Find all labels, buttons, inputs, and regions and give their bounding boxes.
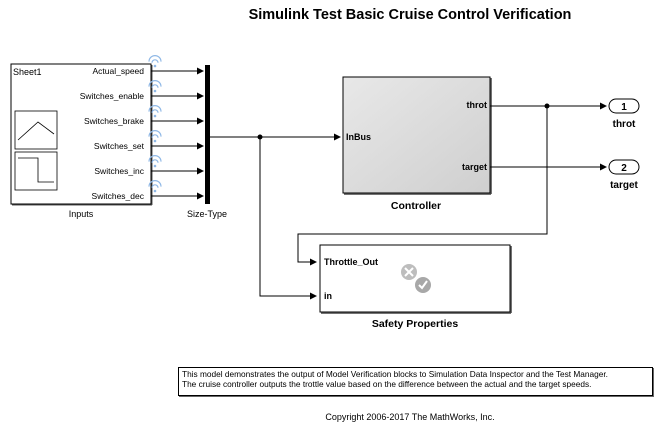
model-title: Simulink Test Basic Cruise Control Verif… bbox=[248, 7, 572, 23]
outport-throt[interactable]: 1 throt bbox=[608, 98, 640, 130]
model-annotation: This model demonstrates the output of Mo… bbox=[178, 367, 653, 396]
signal-preview-icon bbox=[14, 110, 58, 191]
bus-signal-lines[interactable] bbox=[210, 133, 341, 300]
logged-signal-icon[interactable] bbox=[148, 180, 162, 193]
logged-signal-icon[interactable] bbox=[148, 105, 162, 118]
logged-signal-icon[interactable] bbox=[148, 55, 162, 68]
input-port-label: Switches_inc bbox=[94, 166, 144, 176]
safety-in-port-throttle: Throttle_Out bbox=[324, 257, 378, 267]
safety-block-name: Safety Properties bbox=[372, 318, 459, 330]
bus-block-name: Size-Type bbox=[187, 209, 227, 219]
annotation-line: This model demonstrates the output of Mo… bbox=[182, 369, 608, 379]
controller-out-port-throt: throt bbox=[467, 100, 488, 110]
logged-signal-icon[interactable] bbox=[148, 80, 162, 93]
outport-number: 2 bbox=[621, 163, 627, 174]
sheet-label: Sheet1 bbox=[13, 67, 42, 77]
safety-block-frame[interactable] bbox=[319, 244, 511, 313]
controller-block[interactable]: InBus throt target Controller bbox=[342, 76, 492, 212]
annotation-line: The cruise controller outputs the trottl… bbox=[182, 379, 592, 389]
safety-properties-block[interactable]: Throttle_Out in Safety Properties bbox=[319, 244, 512, 330]
inputs-block[interactable]: Sheet1 Actual_speedSwitches_enableSwitch… bbox=[10, 63, 153, 219]
safety-in-port-in: in bbox=[324, 291, 332, 301]
outport-label: target bbox=[610, 180, 638, 191]
outport-label: throt bbox=[613, 119, 636, 130]
outport-number: 1 bbox=[621, 102, 627, 113]
bus-creator-block[interactable]: Size-Type bbox=[187, 65, 227, 219]
bus-bar[interactable] bbox=[205, 65, 210, 204]
controller-out-port-target: target bbox=[462, 162, 487, 172]
verification-status-icon bbox=[401, 264, 431, 293]
logged-signal-icon[interactable] bbox=[148, 130, 162, 143]
input-port-label: Switches_brake bbox=[84, 116, 144, 126]
input-port-label: Actual_speed bbox=[92, 66, 144, 76]
copyright-text: Copyright 2006-2017 The MathWorks, Inc. bbox=[325, 412, 495, 422]
outport-target[interactable]: 2 target bbox=[608, 159, 640, 191]
input-port-label: Switches_set bbox=[94, 141, 145, 151]
controller-output-lines[interactable] bbox=[297, 102, 607, 266]
input-port-label: Switches_dec bbox=[92, 191, 145, 201]
controller-frame[interactable] bbox=[342, 76, 491, 194]
controller-in-port: InBus bbox=[346, 132, 371, 142]
controller-block-name: Controller bbox=[391, 200, 441, 212]
logged-signal-icon[interactable] bbox=[148, 155, 162, 168]
inputs-block-name: Inputs bbox=[69, 209, 94, 219]
input-port-label: Switches_enable bbox=[80, 91, 145, 101]
